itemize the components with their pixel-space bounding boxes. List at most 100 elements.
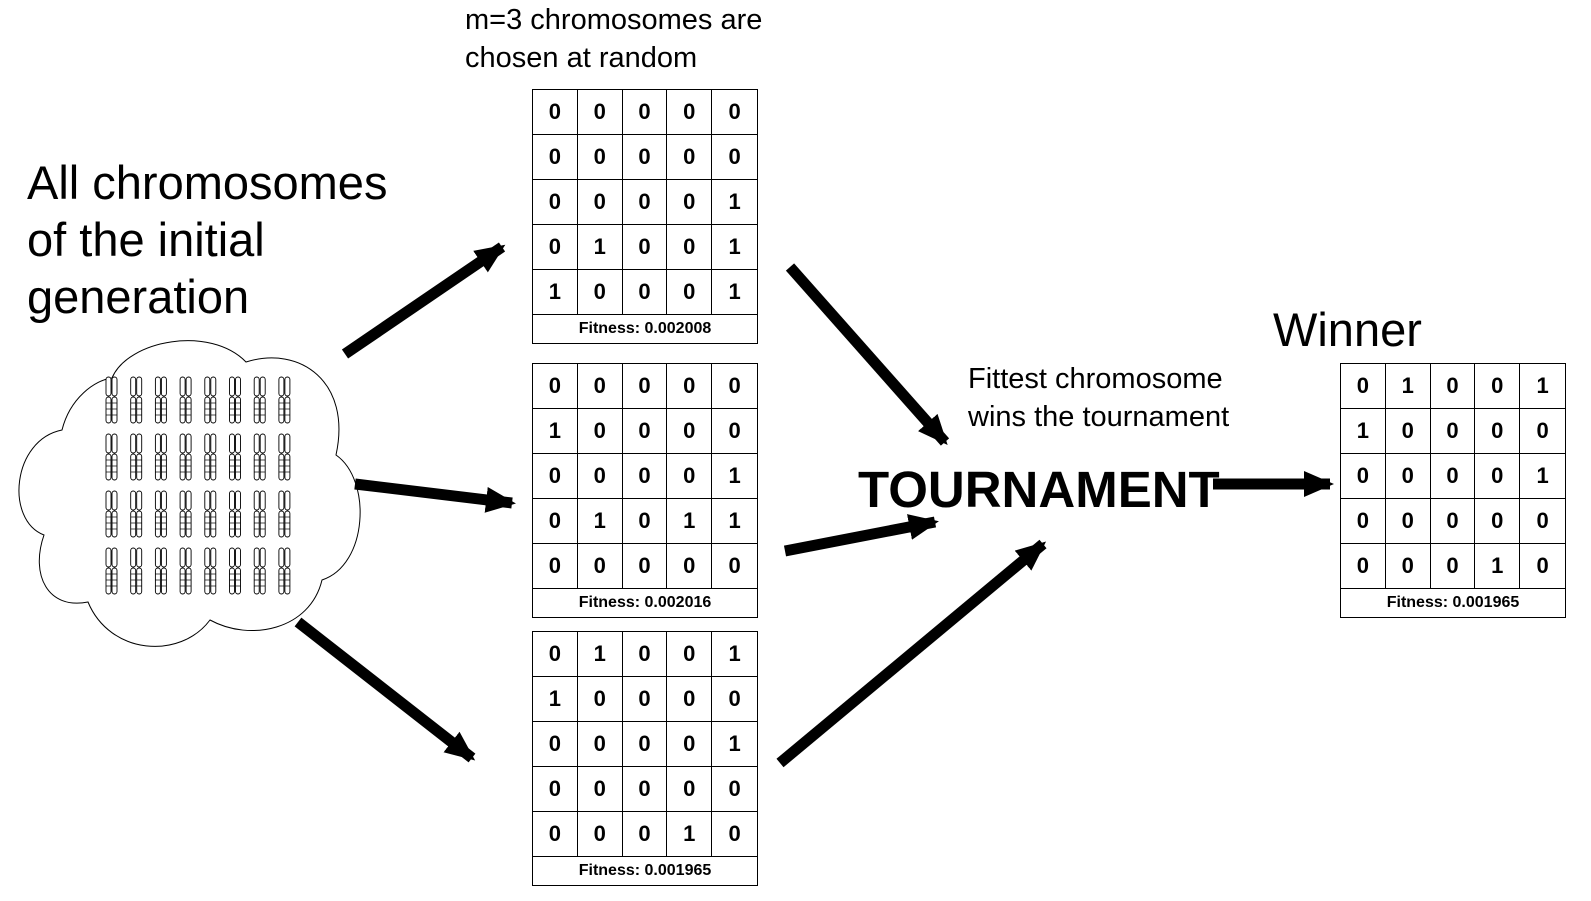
gene-cell: 0	[712, 544, 757, 589]
gene-cell: 0	[533, 364, 578, 409]
arrow-to-candidate-2	[354, 478, 516, 513]
gene-cell: 0	[667, 409, 713, 454]
gene-cell: 0	[712, 767, 757, 812]
chromosome-glyph-icon	[154, 490, 167, 538]
gene-cell: 0	[712, 409, 757, 454]
gene-cell: 0	[622, 812, 668, 857]
gene-cell: 1	[712, 499, 757, 544]
gene-cell: 1	[1385, 364, 1431, 409]
chromosome-glyph-icon	[179, 490, 192, 538]
gene-cell: 1	[712, 180, 757, 225]
gene-cell: 0	[712, 677, 757, 722]
gene-cell: 0	[667, 767, 713, 812]
gene-cell: 0	[1385, 409, 1431, 454]
gene-cell: 0	[667, 135, 713, 180]
gene-cell: 1	[577, 499, 623, 544]
gene-cell: 0	[712, 90, 757, 135]
fitness-label: Fitness: 0.002008	[578, 320, 712, 337]
gene-cell: 0	[667, 544, 713, 589]
gene-cell: 0	[622, 270, 668, 315]
gene-cell: 0	[533, 90, 578, 135]
gene-cell: 0	[1430, 454, 1476, 499]
chromosome-glyph-icon	[253, 433, 266, 481]
chromosome-glyph-icon	[278, 376, 291, 424]
gene-cell: 0	[622, 499, 668, 544]
chromosome-glyph-icon	[278, 433, 291, 481]
fitness-label: Fitness: 0.002016	[578, 594, 712, 611]
gene-cell: 0	[533, 454, 578, 499]
gene-cell: 0	[1430, 544, 1476, 589]
chromosome-glyph-icon	[179, 376, 192, 424]
gene-cell: 0	[622, 180, 668, 225]
gene-cell: 1	[712, 632, 757, 677]
chromosome-glyph-icon	[253, 376, 266, 424]
gene-cell: 1	[533, 409, 578, 454]
gene-cell: 0	[622, 364, 668, 409]
gene-cell: 0	[533, 767, 578, 812]
chromosome-glyph-icon	[278, 490, 291, 538]
chromosome-glyph-icon	[105, 433, 118, 481]
gene-cell: 0	[712, 812, 757, 857]
gene-cell: 1	[577, 225, 623, 270]
fitness-label: Fitness: 0.001965	[1386, 594, 1520, 611]
gene-cell: 0	[1475, 499, 1521, 544]
gene-cell: 1	[1520, 364, 1565, 409]
gene-cell: 1	[712, 722, 757, 767]
chromosome-glyph-icon	[130, 376, 143, 424]
gene-cell: 0	[667, 364, 713, 409]
gene-cell: 0	[622, 677, 668, 722]
gene-cell: 0	[1341, 499, 1386, 544]
gene-cell: 0	[622, 454, 668, 499]
gene-cell: 1	[667, 812, 713, 857]
gene-cell: 0	[667, 90, 713, 135]
tournament-label: TOURNAMENT	[858, 461, 1220, 518]
gene-cell: 0	[577, 677, 623, 722]
gene-cell: 0	[533, 632, 578, 677]
gene-cell: 0	[1520, 544, 1565, 589]
gene-cell: 0	[577, 90, 623, 135]
fittest-caption: Fittest chromosome wins the tournament	[968, 363, 1230, 433]
gene-cell: 0	[577, 270, 623, 315]
gene-cell: 0	[1430, 499, 1476, 544]
gene-cell: 0	[533, 722, 578, 767]
gene-cell: 0	[577, 722, 623, 767]
gene-cell: 0	[622, 544, 668, 589]
gene-cell: 0	[577, 180, 623, 225]
gene-cell: 0	[622, 225, 668, 270]
chromosome-glyph-icon	[253, 547, 266, 595]
gene-cell: 0	[577, 409, 623, 454]
gene-cell: 0	[667, 225, 713, 270]
gene-cell: 0	[577, 135, 623, 180]
chromosome-glyph-icon	[229, 433, 241, 481]
chromosome-glyph-icon	[154, 376, 167, 424]
gene-cell: 0	[622, 135, 668, 180]
gene-cell: 1	[667, 499, 713, 544]
chromosome-glyph-icon	[278, 547, 291, 595]
arrow-candidate-2-to-tournament	[783, 514, 939, 557]
gene-cell: 0	[577, 767, 623, 812]
chromosome-glyph-icon	[204, 433, 217, 481]
gene-cell: 1	[533, 677, 578, 722]
chromosome-glyph-icon	[229, 376, 241, 424]
chromosome-glyph-icon	[130, 547, 143, 595]
chromosome-glyph-icon	[229, 547, 241, 595]
gene-cell: 0	[1430, 364, 1476, 409]
gene-cell: 0	[1475, 364, 1521, 409]
gene-cell: 0	[1475, 454, 1521, 499]
chromosome-glyph-icon	[105, 547, 118, 595]
gene-cell: 0	[533, 135, 578, 180]
gene-cell: 0	[712, 135, 757, 180]
arrow-candidate-1-to-tournament	[785, 263, 950, 446]
gene-cell: 0	[533, 225, 578, 270]
chromosome-glyph-icon	[105, 490, 118, 538]
gene-cell: 0	[622, 409, 668, 454]
gene-cell: 1	[533, 270, 578, 315]
gene-cell: 0	[1520, 499, 1565, 544]
gene-cell: 1	[1341, 409, 1386, 454]
gene-cell: 0	[533, 180, 578, 225]
